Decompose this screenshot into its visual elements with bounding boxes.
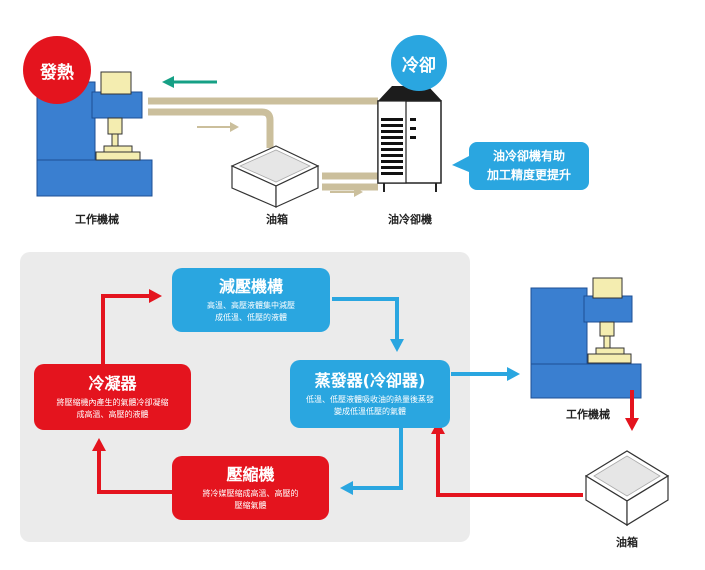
arrow-decompress-to-evaporator [332,297,399,342]
decompression-desc-1: 高溫、高壓液體集中減壓 [207,300,295,310]
oil-chiller-unit [377,86,442,192]
evaporator-desc-2: 變成低溫低壓的氣體 [334,406,406,416]
label-chiller: 油冷卻機 [388,213,432,226]
machine-tool-left [36,71,153,197]
machine-tool-right [530,277,642,399]
callout-line-2: 加工精度更提升 [486,168,571,182]
oil-tank-top [230,145,320,208]
precision-callout: 油冷卻機有助 加工精度更提升 [469,142,589,190]
compressor-desc-2: 壓縮氣體 [234,500,267,510]
callout-pointer [452,156,469,172]
compressor-title: 壓縮機 [226,464,275,484]
evaporator-title: 蒸發器(冷卻器) [314,370,426,390]
decompression-desc-2: 成低溫、低壓的液體 [215,312,287,322]
arrow-tank-to-evaporator [436,432,583,497]
evaporator-box: 蒸發器(冷卻器) 低溫、低壓液體吸收油的熱量後蒸發 變成低溫低壓的氣體 [290,360,450,428]
flow-arrow-2 [330,187,363,197]
condenser-box: 冷凝器 將壓縮機內產生的氣體冷卻凝縮 成高溫、高壓的液體 [34,364,191,430]
flow-arrow-1 [197,122,239,132]
decompression-title: 減壓機構 [218,276,283,296]
condenser-desc-1: 將壓縮機內產生的氣體冷卻凝縮 [56,397,169,407]
arrow-condenser-to-decompress [101,294,152,364]
evaporator-desc-1: 低溫、低壓液體吸收油的熱量後蒸發 [306,394,434,404]
oil-pipes [148,97,378,191]
label-tank-right: 油箱 [616,536,638,549]
condenser-title: 冷凝器 [88,373,137,393]
cooling-badge: 冷卻 [391,35,447,91]
compressor-box: 壓縮機 將冷媒壓縮成高溫、高壓的 壓縮氣體 [172,456,329,520]
arrow-evaporator-to-compressor [350,428,403,490]
arrow-compressor-to-condenser [97,449,172,494]
oil-tank-right [584,450,670,527]
condenser-desc-2: 成高溫、高壓的液體 [76,409,149,419]
label-machine-right: 工作機械 [566,408,610,421]
compressor-desc-1: 將冷媒壓縮成高溫、高壓的 [202,488,299,498]
return-arrow [162,76,217,88]
label-tank-top: 油箱 [266,213,288,226]
callout-line-1: 油冷卻機有助 [492,149,565,163]
decompression-box: 減壓機構 高溫、高壓液體集中減壓 成低溫、低壓的液體 [172,268,330,332]
heat-badge: 發熱 [23,36,91,104]
label-machine-top: 工作機械 [75,213,119,226]
